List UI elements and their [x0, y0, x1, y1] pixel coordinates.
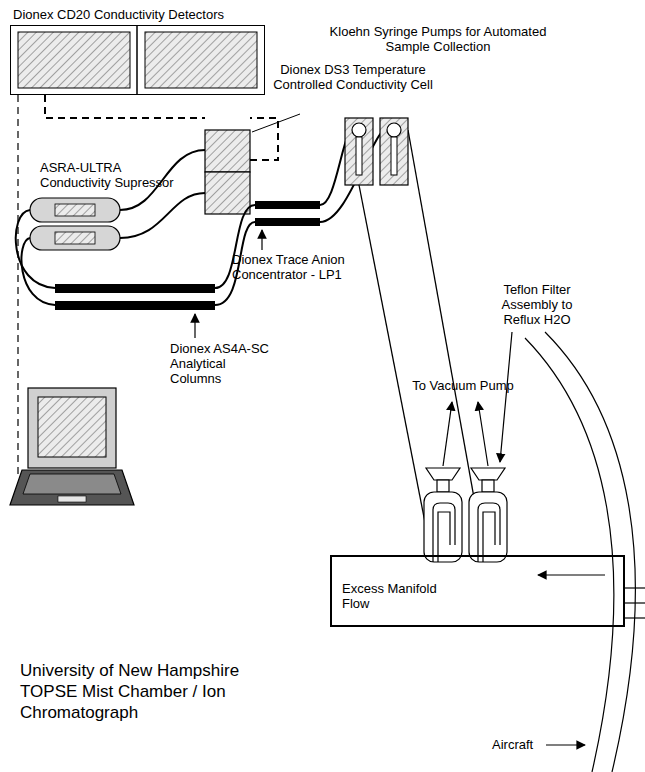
manifold-stub [625, 588, 645, 618]
detector-panels [145, 32, 257, 88]
laptop-computer [23, 474, 121, 494]
part-label: Teflon Filter Assembly to Reflux H2O [482, 282, 592, 327]
mist-chamber [469, 492, 507, 562]
trace-anion-concentrator [255, 201, 320, 226]
conductivity-suppressor [30, 198, 120, 250]
signal-cable [18, 95, 278, 478]
part-label: To Vacuum Pump [398, 378, 528, 393]
callout-arrow [500, 332, 512, 462]
vacuum-arrow [478, 402, 488, 466]
signal-cable [17, 95, 18, 478]
mist-chamber [437, 480, 449, 492]
flow-arrow [538, 574, 605, 575]
conductivity-cell [205, 130, 250, 172]
syringe-pump [356, 137, 362, 175]
analytical-column [55, 301, 215, 310]
detector-panels [18, 25, 257, 95]
laptop-computer [10, 470, 134, 505]
laptop-computer [28, 388, 116, 468]
conductivity-suppressor [55, 232, 95, 244]
diagram-title: University of New Hampshire TOPSE Mist C… [20, 660, 270, 723]
conductivity-cell [205, 130, 250, 214]
part-label: Kloehn Syringe Pumps for Automated Sampl… [328, 24, 548, 54]
conductivity-suppressor [30, 226, 120, 250]
conductivity-cell [205, 172, 250, 214]
syringe-pump [345, 118, 408, 185]
mist-chamber [424, 492, 462, 562]
vacuum-arrow [443, 402, 488, 466]
tubing [21, 238, 55, 305]
syringe-pump [352, 123, 366, 137]
laptop-computer [38, 397, 106, 457]
laptop-computer [58, 496, 86, 502]
tubing [359, 185, 430, 548]
analytical-column [55, 284, 215, 310]
mist-chamber [424, 468, 507, 562]
part-label: Dionex AS4A-SC Analytical Columns [170, 341, 280, 386]
direction-label: Aircraft [492, 737, 552, 752]
mist-chamber [433, 503, 455, 562]
syringe-pump [391, 137, 397, 175]
detector-panels [136, 25, 138, 95]
manifold-stub [625, 602, 645, 603]
syringe-pump [387, 123, 401, 137]
syringe-pump [380, 118, 408, 185]
syringe-pump [345, 118, 373, 185]
mist-chamber [478, 503, 500, 562]
trace-anion-concentrator [255, 218, 320, 226]
node-text: Excess Manifold Flow [342, 581, 447, 611]
tubing [408, 130, 478, 520]
node-text: Dionex CD20 Conductivity Detectors [13, 7, 224, 22]
direction-arrow [546, 744, 585, 745]
part-label: Dionex Trace Anion Concentrator - LP1 [232, 252, 362, 282]
conductivity-suppressor [30, 198, 120, 222]
callout-arrow [261, 230, 262, 250]
sample-manifold: Excess Manifold Flow [330, 555, 625, 627]
manifold-stub [625, 587, 645, 588]
mist-chamber [482, 480, 494, 492]
tubing [16, 122, 478, 548]
vacuum-arrow [443, 402, 452, 466]
signal-cable [45, 95, 205, 118]
leader-line [252, 114, 300, 132]
manifold-stub [625, 617, 645, 618]
detector-panels [18, 32, 130, 88]
part-label: Dionex DS3 Temperature Controlled Conduc… [268, 62, 438, 92]
part-label: ASRA-ULTRA Conductivity Supressor [40, 160, 185, 190]
callout-arrow [194, 314, 195, 338]
mist-chamber [426, 468, 460, 480]
detector-housing: Dionex CD20 Conductivity Detectors [10, 25, 265, 95]
analytical-column [55, 284, 215, 293]
laptop-computer [10, 388, 134, 505]
tubing [120, 193, 205, 238]
conductivity-suppressor [55, 204, 95, 216]
aircraft-skin [525, 332, 635, 772]
mist-chamber [471, 468, 505, 480]
trace-anion-concentrator [255, 201, 320, 209]
aircraft-skin [545, 332, 635, 772]
